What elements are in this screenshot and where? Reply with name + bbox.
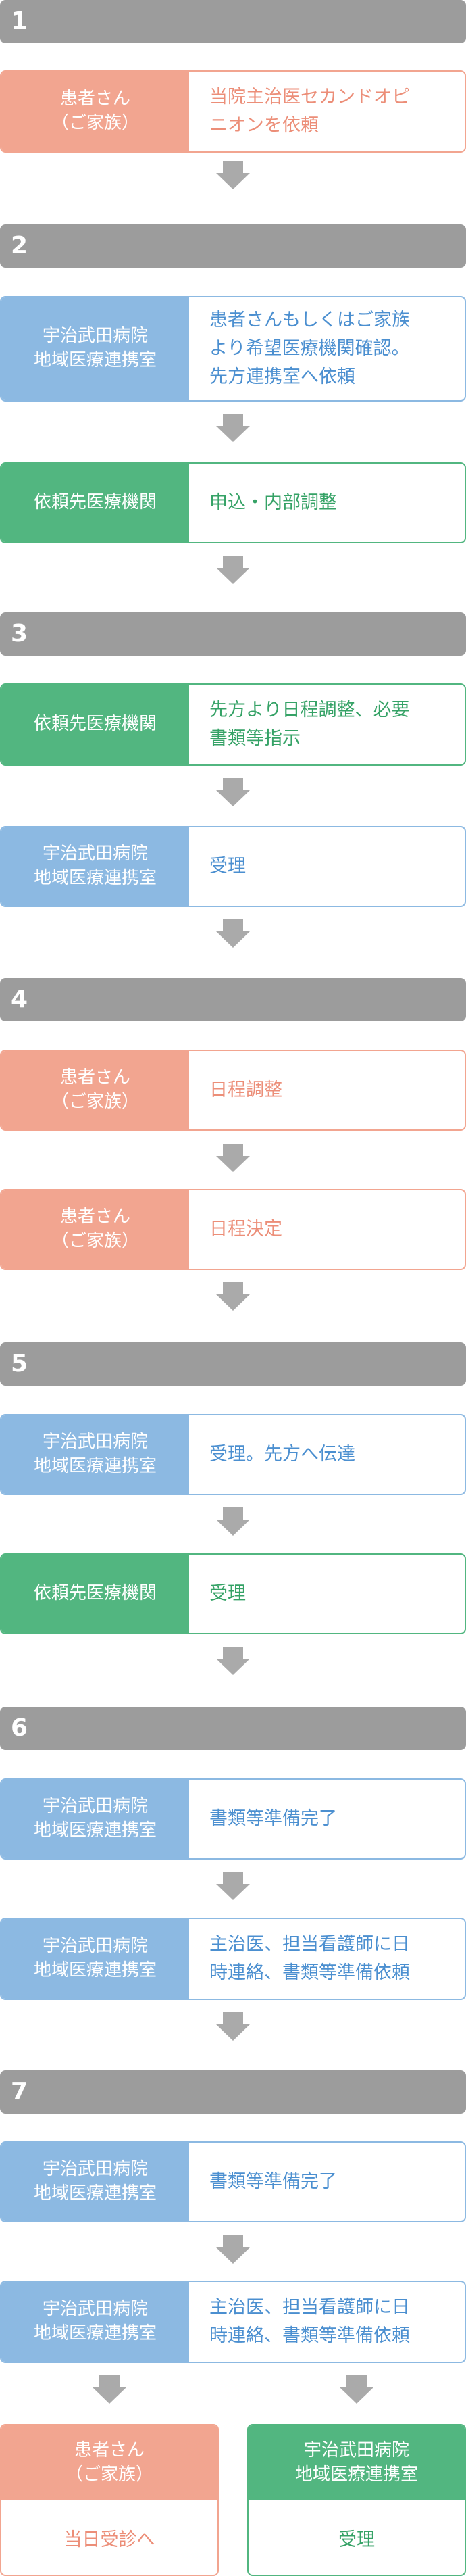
step-header-6: 6 [0,1707,466,1750]
down-arrow-icon [216,161,250,189]
action-text: 受理 [338,2529,375,2550]
step-header-1: 1 [0,0,466,43]
step-number: 5 [11,1350,28,1378]
step-header-2: 2 [0,224,466,268]
step-header-7: 7 [0,2070,466,2114]
actor-label: 宇治武田病院 地域医療連携室 [1,297,189,400]
final-box-uji-takeda: 宇治武田病院 地域医療連携室受理 [247,2424,466,2576]
final-box-patient: 患者さん （ご家族） 当日受診へ [0,2424,219,2576]
flow-row-uji-takeda: 宇治武田病院 地域医療連携室書類等準備完了 [0,2141,466,2222]
down-arrow-icon [340,2375,373,2404]
step-header-4: 4 [0,978,466,1021]
flow-row-uji-takeda: 宇治武田病院 地域医療連携室主治医、担当看護師に日 時連絡、書類等準備依頼 [0,1918,466,2000]
actor-label: 宇治武田病院 地域医療連携室 [1,1415,189,1494]
actor-label: 患者さん （ご家族） [1,1051,189,1129]
flow-row-patient: 患者さん （ご家族） 当院主治医セカンドオピ ニオンを依頼 [0,70,466,153]
actor-label: 宇治武田病院 地域医療連携室 [249,2425,465,2500]
down-arrow-icon [216,1282,250,1311]
action-text: 主治医、担当看護師に日 時連絡、書類等準備依頼 [209,2296,410,2346]
action-text: 日程調整 [209,1079,282,1100]
flow-row-uji-takeda: 宇治武田病院 地域医療連携室受理 [0,826,466,907]
actor-label: 宇治武田病院 地域医療連携室 [1,2282,189,2362]
action-text: 日程決定 [209,1218,282,1240]
actor-label: 患者さん （ご家族） [1,72,189,151]
actor-label: 依頼先医療機関 [1,1555,189,1633]
actor-label: 宇治武田病院 地域医療連携室 [1,827,189,906]
down-arrow-icon [216,1647,250,1675]
flow-row-uji-takeda: 宇治武田病院 地域医療連携室主治医、担当看護師に日 時連絡、書類等準備依頼 [0,2281,466,2363]
actor-label: 患者さん （ご家族） [1,1190,189,1269]
flow-row-partner-institution: 依頼先医療機関先方より日程調整、必要 書類等指示 [0,683,466,766]
down-arrow-icon [216,1144,250,1172]
flow-row-partner-institution: 依頼先医療機関受理 [0,1553,466,1634]
flow-row-uji-takeda: 宇治武田病院 地域医療連携室書類等準備完了 [0,1778,466,1860]
down-arrow-icon [216,414,250,442]
actor-label: 依頼先医療機関 [1,685,189,764]
down-arrow-icon [216,556,250,584]
flow-row-partner-institution: 依頼先医療機関申込・内部調整 [0,462,466,543]
actor-label: 宇治武田病院 地域医療連携室 [1,1780,189,1858]
step-number: 7 [11,2078,28,2106]
action-text: 書類等準備完了 [209,2170,337,2192]
step-number: 3 [11,620,28,648]
action-text: 受理。先方へ伝達 [209,1443,355,1465]
actor-label: 宇治武田病院 地域医療連携室 [1,2143,189,2221]
action-text: 申込・内部調整 [209,491,337,513]
step-number: 2 [11,232,28,260]
down-arrow-icon [216,1872,250,1900]
down-arrow-icon [216,2235,250,2264]
action-text: 当日受診へ [63,2529,155,2550]
action-text: 書類等準備完了 [209,1807,337,1829]
actor-label: 宇治武田病院 地域医療連携室 [1,1919,189,1999]
step-number: 6 [11,1714,28,1742]
action-text: 当院主治医セカンドオピ ニオンを依頼 [209,86,410,136]
flow-row-uji-takeda: 宇治武田病院 地域医療連携室患者さんもしくはご家族 より希望医療機関確認。 先方… [0,296,466,402]
step-number: 4 [11,986,28,1013]
action-text: 先方より日程調整、必要 書類等指示 [209,699,410,749]
action-text: 受理 [209,855,246,877]
action-text: 主治医、担当看護師に日 時連絡、書類等準備依頼 [209,1933,410,1983]
down-arrow-icon [216,778,250,806]
down-arrow-icon [216,919,250,948]
step-header-5: 5 [0,1342,466,1386]
action-text: 受理 [209,1582,246,1604]
down-arrow-icon [216,1507,250,1536]
step-header-3: 3 [0,612,466,656]
flow-row-uji-takeda: 宇治武田病院 地域医療連携室受理。先方へ伝達 [0,1414,466,1495]
down-arrow-icon [93,2375,126,2404]
down-arrow-icon [216,2012,250,2041]
actor-label: 患者さん （ご家族） [1,2425,217,2500]
step-number: 1 [11,7,28,35]
actor-label: 依頼先医療機関 [1,464,189,542]
flow-row-patient: 患者さん （ご家族） 日程調整 [0,1050,466,1131]
flow-row-patient: 患者さん （ご家族） 日程決定 [0,1189,466,1270]
action-text: 患者さんもしくはご家族 より希望医療機関確認。 先方連携室へ依頼 [209,309,410,388]
